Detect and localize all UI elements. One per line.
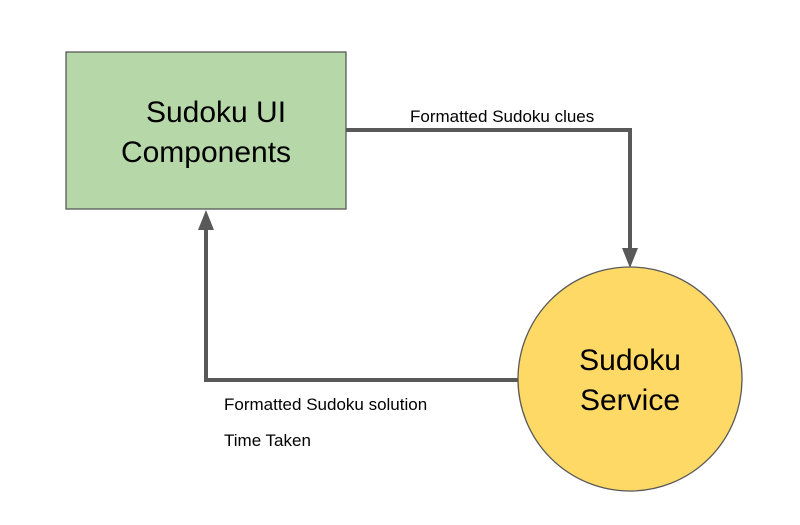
solution-connector	[204, 226, 518, 382]
solution-label: Formatted Sudoku solution	[224, 395, 427, 414]
solution-edge: Formatted Sudoku solution Time Taken	[198, 210, 518, 450]
sudoku-service-circle	[517, 266, 743, 492]
clues-arrowhead-icon	[622, 248, 638, 268]
ui-components-node: Sudoku UI Components	[65, 51, 347, 210]
clues-label: Formatted Sudoku clues	[410, 107, 594, 126]
sudoku-service-label-line2: Service	[580, 384, 680, 417]
clues-connector	[346, 128, 632, 252]
ui-components-label-line2: Components	[121, 136, 291, 169]
ui-components-label-line1: Sudoku UI	[146, 96, 286, 129]
time-taken-label: Time Taken	[224, 431, 311, 450]
ui-components-box	[65, 51, 347, 210]
solution-arrowhead-icon	[198, 210, 214, 230]
clues-edge: Formatted Sudoku clues	[346, 107, 638, 268]
sudoku-service-node: Sudoku Service	[517, 266, 743, 492]
sudoku-service-label-line1: Sudoku	[579, 344, 681, 377]
